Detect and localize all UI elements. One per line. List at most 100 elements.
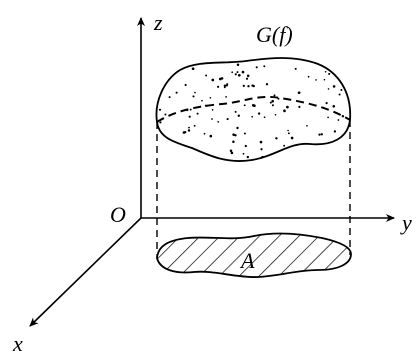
stipple-dot <box>211 118 213 120</box>
stipple-dot <box>236 126 239 130</box>
stipple-dot <box>168 96 171 99</box>
stipple-dot <box>246 155 249 159</box>
stipple-dot <box>236 63 240 67</box>
stipple-dot <box>232 133 235 136</box>
stipple-dot <box>275 137 278 140</box>
stipple-dot <box>260 148 263 151</box>
stipple-dot <box>265 83 269 86</box>
stipple-dot <box>184 83 187 87</box>
stipple-dot <box>283 109 286 112</box>
stipple-dot <box>327 88 330 90</box>
stipple-dot <box>340 88 343 92</box>
stipple-dot <box>184 130 187 134</box>
stipple-dot <box>242 84 245 88</box>
stipple-dot <box>237 114 240 117</box>
stipple-dot <box>234 134 237 137</box>
stipple-dot <box>261 155 264 159</box>
stipple-dot <box>226 118 229 121</box>
stipple-dot <box>246 74 250 78</box>
stipple-dot <box>294 67 297 70</box>
stipple-dot <box>211 78 215 82</box>
stipple-dot <box>194 91 196 94</box>
stipple-dot <box>234 73 237 76</box>
stipple-dot <box>192 95 195 98</box>
stipple-dot <box>325 102 328 105</box>
z-axis-label: z <box>153 10 163 35</box>
stipple-dot <box>333 130 337 133</box>
stipple-dot <box>274 113 277 116</box>
stipple-dot <box>337 119 340 121</box>
stipple-dot <box>193 124 196 127</box>
stipple-dot <box>209 134 213 138</box>
stipple-dot <box>241 70 245 74</box>
stipple-dot <box>225 84 228 87</box>
stipple-dot <box>232 140 235 143</box>
stipple-dot <box>283 144 286 147</box>
stipple-dot <box>201 99 203 102</box>
stipple-dot <box>328 72 331 75</box>
stipple-dot <box>211 109 214 111</box>
stipple-dot <box>216 85 220 88</box>
stipple-dot <box>320 133 323 136</box>
stipple-dot <box>188 126 190 129</box>
stipple-dot <box>323 78 326 81</box>
stipple-dot <box>306 124 308 127</box>
stipple-dot <box>175 91 178 94</box>
stipple-dot <box>188 115 191 118</box>
stipple-dot <box>318 133 321 136</box>
stipple-dot <box>196 112 199 115</box>
stipple-dot <box>205 74 208 77</box>
stipple-dot <box>297 91 301 95</box>
stipple-dot <box>290 136 294 140</box>
stipple-dot <box>243 104 246 107</box>
stipple-dot <box>164 113 167 116</box>
stipple-dot <box>277 97 280 100</box>
stipple-dot <box>271 99 275 103</box>
stipple-dot <box>259 140 263 144</box>
stipple-dot <box>269 101 272 104</box>
stipple-dot <box>189 108 192 111</box>
stipple-dot <box>298 105 301 109</box>
stipple-dot <box>236 71 239 74</box>
stipple-dot <box>255 66 258 69</box>
origin-label: O <box>110 202 126 227</box>
stipple-dot <box>244 144 247 148</box>
stipple-dot <box>257 112 261 115</box>
stipple-dot <box>315 79 317 81</box>
stipple-dot <box>225 96 227 98</box>
surface-rim-dashed <box>156 95 351 123</box>
stipple-dot <box>159 121 162 124</box>
stipple-dot <box>158 108 162 111</box>
stipple-dot <box>253 104 256 108</box>
stipple-dot <box>245 77 249 80</box>
region-label: A <box>239 248 255 273</box>
stipple-dot <box>287 129 289 132</box>
stipple-dot <box>186 109 189 112</box>
stipple-dot <box>273 94 276 97</box>
stipple-dot <box>286 105 289 109</box>
stipple-dot <box>251 84 254 87</box>
stipple-dot <box>341 115 345 118</box>
stipple-dot <box>271 104 274 107</box>
stipple-dot <box>324 70 327 73</box>
x-axis <box>29 217 142 327</box>
stipple-dot <box>243 132 246 135</box>
surface-label: G(f) <box>256 22 293 47</box>
stipple-dot <box>191 67 195 71</box>
stipple-dot <box>223 86 226 89</box>
stipple-dot <box>242 152 245 155</box>
y-axis-label: y <box>400 210 412 235</box>
stipple-dot <box>263 116 266 119</box>
stipple-dot <box>217 121 220 123</box>
stipple-dot <box>223 84 227 88</box>
stipple-dot <box>204 104 207 107</box>
stipple-dot <box>203 132 206 135</box>
stipple-dot <box>263 65 266 68</box>
stipple-dot <box>231 71 234 74</box>
stipple-dot <box>230 151 234 155</box>
stipple-dot <box>247 85 250 88</box>
region-a <box>156 232 352 278</box>
stipple-dot <box>209 96 212 99</box>
